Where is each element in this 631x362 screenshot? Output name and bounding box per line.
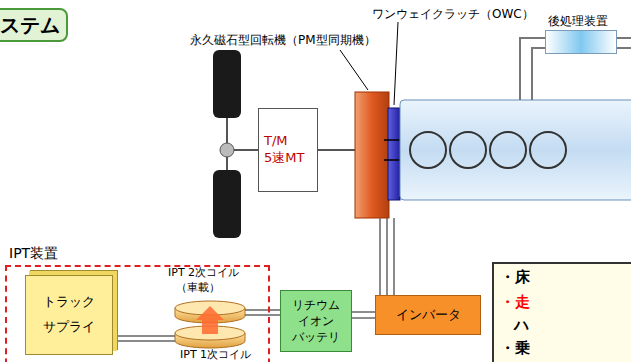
node-label: インバータ xyxy=(396,306,461,324)
bullet-text: ハ xyxy=(500,316,631,335)
node-heading: IPT装置 xyxy=(9,245,58,263)
power-wire xyxy=(245,310,280,315)
shaft xyxy=(318,149,358,151)
wheel xyxy=(213,50,241,118)
power-wire xyxy=(380,218,394,295)
node-label: T/M 5速MT xyxy=(264,133,312,167)
wheel xyxy=(213,170,241,238)
leader-line xyxy=(340,50,368,90)
part-label: IPT 2次コイル xyxy=(168,265,239,280)
bullet-text: ・床 xyxy=(500,268,631,287)
node-label: トラック サプライ xyxy=(39,290,99,339)
power-connector xyxy=(352,312,375,318)
part-label: 永久磁石型回転機（PM型同期機） xyxy=(190,32,376,49)
node-box: 後処理装置 xyxy=(545,30,617,54)
one-way-clutch xyxy=(388,108,400,200)
part-label: IPT 1次コイル xyxy=(180,347,251,362)
node-heading: 後処理装置 xyxy=(548,13,608,30)
node-box: IPT装置トラック サプライ xyxy=(5,265,270,362)
power-wire xyxy=(112,336,175,341)
power-arrow xyxy=(196,306,224,334)
title-box: ステム xyxy=(0,8,68,42)
node-box: リチウム イオン バッテリ xyxy=(280,290,352,352)
shaft xyxy=(234,149,258,151)
title: ステム xyxy=(0,12,60,39)
engine xyxy=(400,100,631,200)
part-label: ワンウェイクラッチ（OWC） xyxy=(372,6,534,23)
exhaust-pipe xyxy=(520,38,545,100)
differential xyxy=(220,143,234,157)
pm-motor xyxy=(355,92,389,218)
node-box: インバータ xyxy=(375,295,481,335)
node-box: トラック サプライ xyxy=(25,275,113,355)
bullet-text: ・走 xyxy=(500,293,631,312)
bullet-text: ・乗 xyxy=(500,339,631,358)
leader-line xyxy=(394,22,398,105)
node-label: リチウム イオン バッテリ xyxy=(284,297,348,346)
part-label: （車載） xyxy=(176,280,220,295)
node-box: T/M 5速MT xyxy=(258,108,318,192)
node-box: ・床・走ハ・乗 xyxy=(492,262,631,362)
